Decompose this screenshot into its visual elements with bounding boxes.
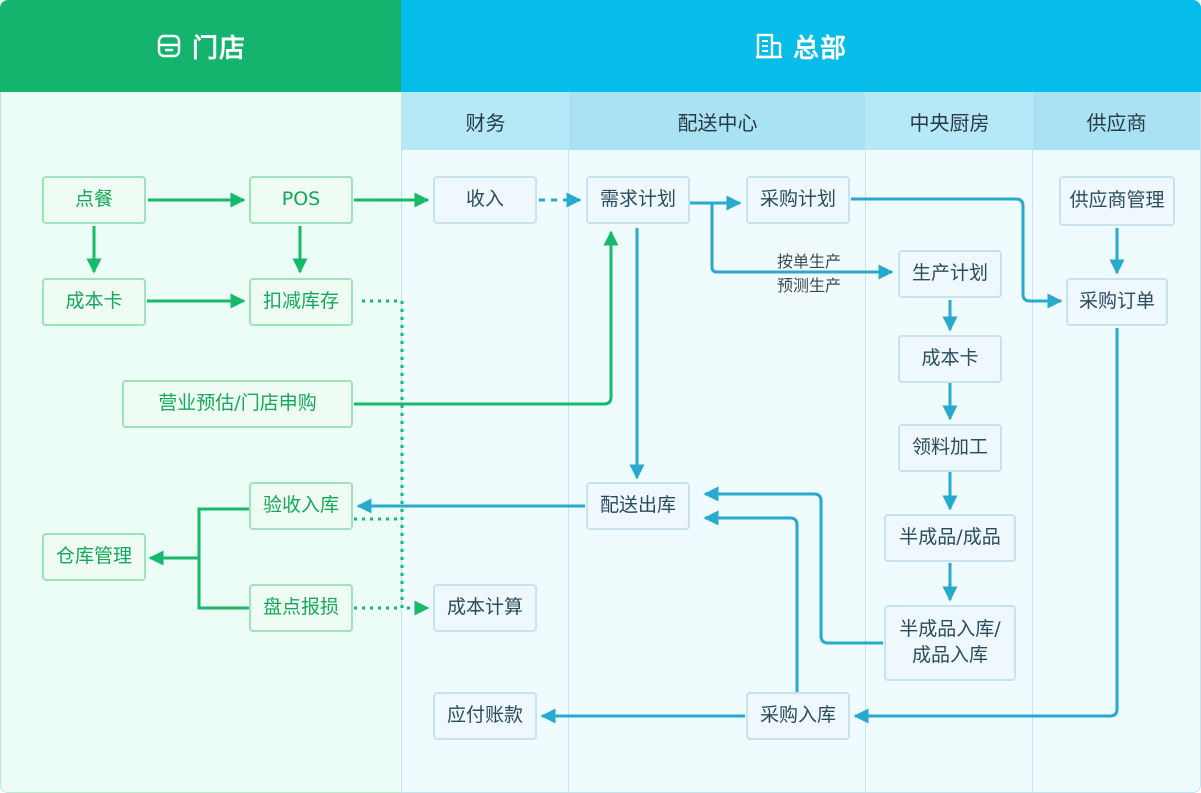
node-semi-finished[interactable]: 半成品/成品 [884, 514, 1016, 562]
node-production-plan[interactable]: 生产计划 [898, 250, 1002, 298]
node-dispatch[interactable]: 配送出库 [586, 482, 690, 530]
store-icon [157, 34, 181, 58]
edge-deduct-costcalc [362, 299, 430, 616]
building-icon [755, 33, 782, 59]
node-semi-finished-in-line1: 半成品入库/ [899, 618, 1001, 641]
node-deduct-stock[interactable]: 扣减库存 [249, 278, 353, 326]
edge-purchaseplan-order [851, 197, 1063, 309]
edge-demand-prodplan [710, 203, 894, 280]
edge-order-purchasein [853, 328, 1119, 724]
edge-label-by-forecast: 预测生产 [777, 276, 842, 295]
column-divider [568, 92, 569, 792]
edge-receive-warehouse [197, 507, 249, 610]
node-pos[interactable]: POS [249, 176, 353, 224]
node-cost-card-kitchen[interactable]: 成本卡 [898, 335, 1002, 383]
col-header-supplier: 供应商 [1033, 92, 1200, 150]
node-stocktake[interactable]: 盘点报损 [249, 584, 353, 632]
node-purchase-plan[interactable]: 采购计划 [746, 176, 850, 224]
edge-label-by-order: 按单生产 [777, 252, 842, 271]
node-purchase-in[interactable]: 采购入库 [746, 692, 850, 740]
store-header: 门店 [0, 0, 402, 92]
store-title: 门店 [191, 33, 246, 64]
node-demand-plan[interactable]: 需求计划 [586, 176, 690, 224]
column-divider [1032, 92, 1033, 792]
edge-label-production-modes: 按单生产 预测生产 [777, 250, 841, 298]
hq-title: 总部 [792, 33, 847, 64]
node-income[interactable]: 收入 [433, 176, 537, 224]
hq-header: 总部 [401, 0, 1201, 92]
node-material-processing[interactable]: 领料加工 [898, 424, 1002, 472]
node-receive-check[interactable]: 验收入库 [249, 482, 353, 530]
edge-forecast-demand [354, 230, 619, 406]
node-semi-finished-in[interactable]: 半成品入库/ 成品入库 [884, 605, 1016, 681]
node-payable[interactable]: 应付账款 [433, 692, 537, 740]
node-purchase-order[interactable]: 采购订单 [1066, 278, 1168, 326]
edge-purchasein-dispatch [703, 510, 799, 692]
node-supplier-mgmt[interactable]: 供应商管理 [1059, 176, 1175, 226]
column-divider [865, 92, 866, 792]
node-cost-card-store[interactable]: 成本卡 [42, 278, 146, 326]
node-warehouse[interactable]: 仓库管理 [42, 533, 146, 581]
col-header-central-kitchen: 中央厨房 [866, 92, 1033, 150]
col-header-distribution: 配送中心 [569, 92, 866, 150]
col-header-finance: 财务 [402, 92, 569, 150]
node-forecast[interactable]: 营业预估/门店申购 [122, 380, 353, 428]
node-order[interactable]: 点餐 [42, 176, 146, 224]
node-cost-calc[interactable]: 成本计算 [433, 584, 537, 632]
edge-semiin-dispatch [703, 486, 883, 645]
node-semi-finished-in-line2: 成品入库 [911, 644, 988, 666]
